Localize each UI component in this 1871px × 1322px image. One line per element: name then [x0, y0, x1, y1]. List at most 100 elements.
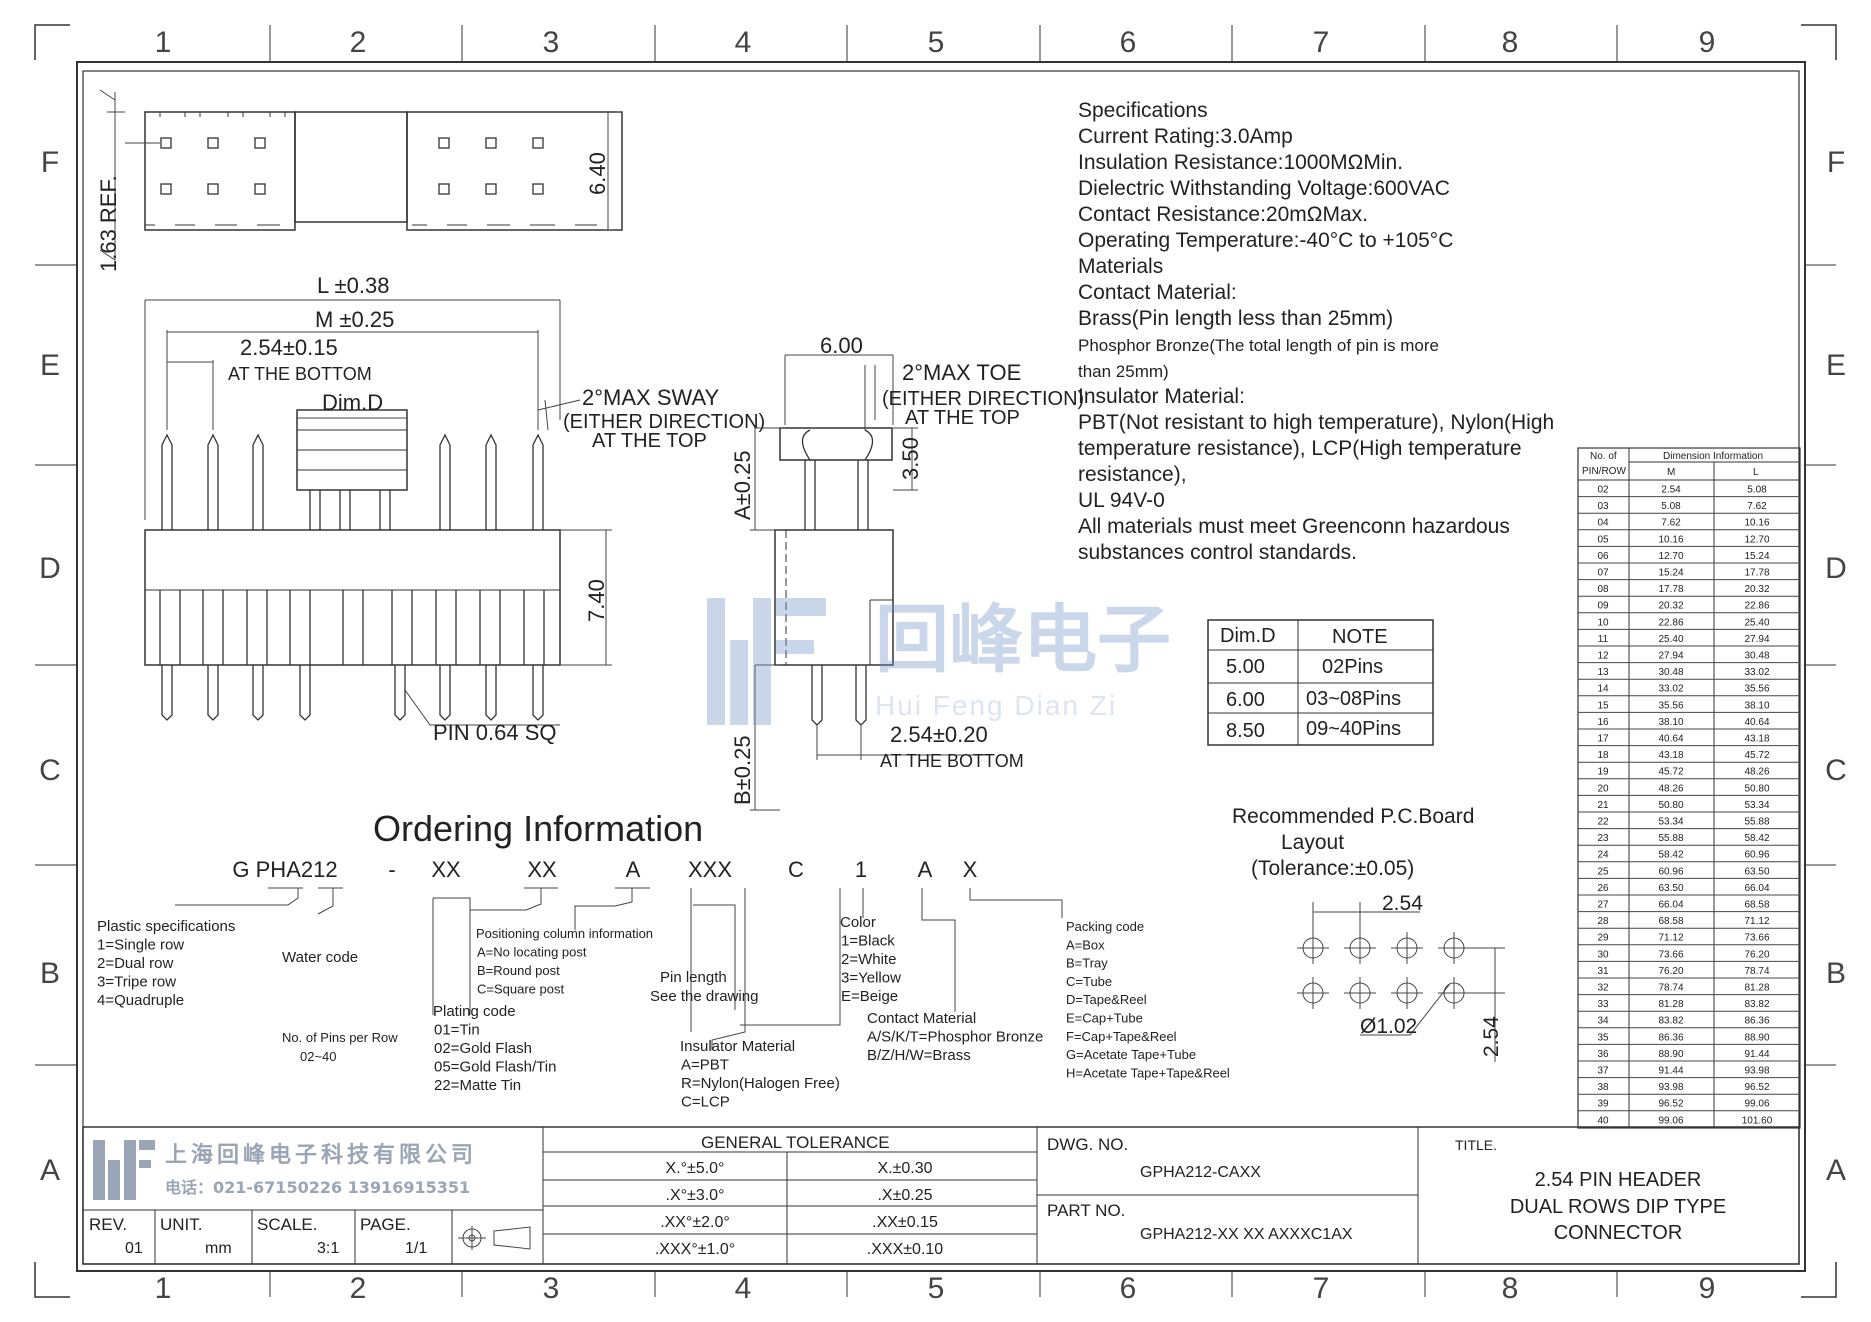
- dim-table-cell-pins: 24: [1597, 850, 1609, 861]
- dim-table-cell-l: 73.66: [1744, 933, 1769, 944]
- grid-row-label: E: [40, 349, 60, 382]
- dim-table-cell-pins: 08: [1597, 584, 1609, 595]
- scale-label: SCALE.: [257, 1215, 317, 1234]
- rev-value: 01: [125, 1240, 143, 1257]
- tolerance-linear: .XXX±0.10: [867, 1241, 943, 1258]
- watermark-pinyin: Hui Feng Dian Zi: [875, 690, 1117, 721]
- dim-table-col-l: L: [1753, 467, 1759, 478]
- ordering-contact-option: B/Z/H/W=Brass: [867, 1047, 971, 1064]
- ordering-color-option: E=Beige: [841, 988, 898, 1005]
- dim-table-cell-l: 50.80: [1744, 783, 1769, 794]
- grid-col-label: 1: [155, 1272, 172, 1305]
- spec-line: UL 94V-0: [1078, 489, 1165, 512]
- ordering-positioning-option: C=Square post: [477, 982, 564, 997]
- dim-table-cell-pins: 32: [1597, 983, 1609, 994]
- spec-heading: Specifications: [1078, 99, 1208, 122]
- ordering-packing-option: A=Box: [1066, 937, 1105, 952]
- note-header: NOTE: [1332, 626, 1388, 648]
- ordering-pins-per_row-option: 02~40: [300, 1049, 337, 1064]
- dim-table-cell-l: 43.18: [1744, 734, 1769, 745]
- pcb-hole-icon: [1391, 932, 1423, 964]
- spec-line: Contact Resistance:20mΩMax.: [1078, 203, 1368, 226]
- dwg-label: DWG. NO.: [1047, 1135, 1128, 1154]
- dim-pitch-front: 2.54±0.15: [240, 335, 338, 360]
- dim-table-cell-m: 40.64: [1658, 734, 1683, 745]
- pcb-hole-icon: [1344, 977, 1376, 1009]
- dim-table-cell-m: 38.10: [1658, 717, 1683, 728]
- dim-table-cell-pins: 14: [1597, 684, 1609, 695]
- side-view: 6.00 2°MAX TOE (EITHER DIRECTION) AT THE…: [730, 333, 1084, 811]
- ordering-packing-option: C=Tube: [1066, 974, 1112, 989]
- grid-row-label: E: [1826, 349, 1846, 382]
- dimension-table: No. of PIN/ROW Dimension Information M L…: [1577, 447, 1801, 1129]
- ordering-plastic-option: 2=Dual row: [97, 955, 173, 972]
- dim-table-cell-pins: 23: [1597, 833, 1609, 844]
- grid-row-label: B: [1826, 957, 1846, 990]
- dim-table-cell-l: 91.44: [1744, 1049, 1769, 1060]
- ordering-pin-length-option: See the drawing: [650, 988, 758, 1005]
- dim-table-cell-m: 33.02: [1658, 684, 1683, 695]
- ordering-positioning-title: Positioning column information: [476, 926, 653, 941]
- dim-table-cell-pins: 25: [1597, 866, 1609, 877]
- toe-note-3: AT THE TOP: [905, 407, 1020, 429]
- grid-col-label: 4: [735, 26, 752, 59]
- dim-d-row-note: 03~08Pins: [1306, 688, 1401, 710]
- dim-table-cell-l: 101.60: [1742, 1115, 1773, 1126]
- ordering-code-segment: XX: [527, 857, 557, 882]
- dim-table-cell-m: 12.70: [1658, 551, 1683, 562]
- dim-table-cell-m: 7.62: [1661, 518, 1681, 529]
- ordering-plastic-option: 1=Single row: [97, 937, 184, 954]
- spec-line: resistance),: [1078, 463, 1187, 486]
- dim-table-cell-m: 83.82: [1658, 1016, 1683, 1027]
- ordering-title: Ordering Information: [373, 808, 703, 849]
- dim-table-cell-pins: 19: [1597, 767, 1609, 778]
- dim-d-row: 8.50: [1226, 720, 1265, 742]
- dim-table-cell-pins: 22: [1597, 817, 1609, 828]
- ordering-plating-option: 05=Gold Flash/Tin: [434, 1059, 556, 1076]
- dim-table-cell-pins: 20: [1597, 783, 1609, 794]
- dim-side-width: 6.00: [820, 333, 863, 358]
- title-block: 上海回峰电子科技有限公司 电话：021-67150226 13916915351…: [82, 1126, 1800, 1265]
- dim-table-cell-m: 63.50: [1658, 883, 1683, 894]
- unit-label: UNIT.: [160, 1215, 203, 1234]
- dim-table-cell-m: 43.18: [1658, 750, 1683, 761]
- grid-row-label: D: [39, 552, 61, 585]
- sway-note-1: 2°MAX SWAY: [582, 385, 719, 410]
- pitch-note-front: AT THE BOTTOM: [228, 364, 372, 384]
- grid-col-label: 8: [1502, 1272, 1519, 1305]
- dim-table-cell-pins: 28: [1597, 916, 1609, 927]
- dim-table-cell-l: 38.10: [1744, 700, 1769, 711]
- dim-table-cell-l: 78.74: [1744, 966, 1769, 977]
- dim-table-cell-m: 25.40: [1658, 634, 1683, 645]
- spec-line: temperature resistance), LCP(High temper…: [1078, 437, 1522, 460]
- spec-line: PBT(Not resistant to high temperature), …: [1078, 411, 1554, 434]
- dim-table-cell-m: 88.90: [1658, 1049, 1683, 1060]
- ordering-positioning-option: B=Round post: [477, 963, 560, 978]
- ordering-code-segment: C: [788, 857, 804, 882]
- ordering-code-segment: X: [963, 857, 978, 882]
- dim-table-cell-pins: 03: [1597, 501, 1609, 512]
- ordering-code-segment: -: [388, 857, 395, 882]
- title-line-1: 2.54 PIN HEADER: [1535, 1169, 1702, 1191]
- spec-line: Operating Temperature:-40°C to +105°C: [1078, 229, 1453, 252]
- tolerance-linear: .X±0.25: [877, 1187, 932, 1204]
- tolerance-angle: .XXX°±1.0°: [655, 1241, 735, 1258]
- dim-table-cell-l: 22.86: [1744, 601, 1769, 612]
- dim-table-cell-l: 35.56: [1744, 684, 1769, 695]
- dim-table-cell-m: 96.52: [1658, 1099, 1683, 1110]
- grid-row-label: B: [40, 957, 60, 990]
- tolerance-angle: .XX°±2.0°: [660, 1214, 730, 1231]
- dim-table-cell-l: 88.90: [1744, 1032, 1769, 1043]
- dim-table-cell-pins: 07: [1597, 568, 1609, 579]
- dim-d-row-note: 02Pins: [1322, 656, 1383, 678]
- dim-table-cell-l: 71.12: [1744, 916, 1769, 927]
- dim-table-cell-m: 76.20: [1658, 966, 1683, 977]
- scale-value: 3:1: [317, 1240, 339, 1257]
- ordering-plastic-option: 4=Quadruple: [97, 992, 184, 1009]
- dim-table-cell-pins: 35: [1597, 1032, 1609, 1043]
- top-view: 6.40 1.63 REF.: [96, 89, 623, 272]
- ordering-packing-option: D=Tape&Reel: [1066, 992, 1147, 1007]
- dim-table-cell-m: 81.28: [1658, 999, 1683, 1010]
